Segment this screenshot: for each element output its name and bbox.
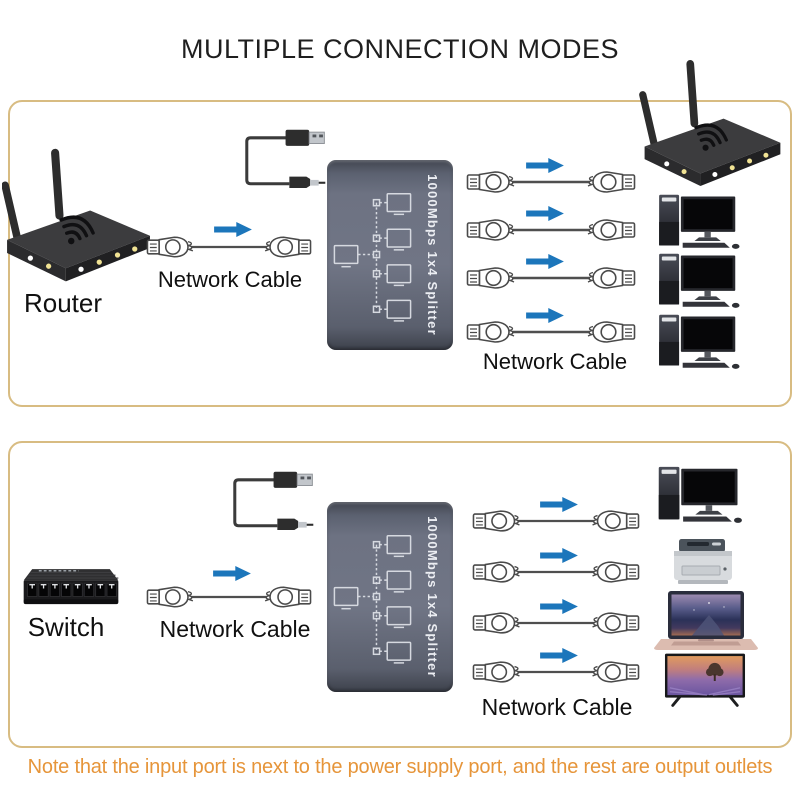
network-cable-icon [465, 166, 637, 198]
network-cable-icon [465, 214, 637, 246]
desktop-computer-icon [654, 192, 744, 250]
network-cable-icon [472, 607, 640, 639]
usb-power-cable-icon [222, 126, 334, 196]
splitter-label: 1000Mbps 1x4 Splitter [425, 174, 440, 336]
desktop-computer-icon [656, 464, 744, 524]
network-cable-icon [146, 231, 312, 263]
laptop-icon [654, 590, 758, 652]
splitter-printed-diagram-icon [333, 175, 419, 335]
splitter-device: 1000Mbps 1x4 Splitter [327, 502, 453, 692]
desktop-computer-icon [654, 312, 744, 370]
usb-power-cable-icon [210, 468, 322, 538]
output-cable-label: Network Cable [482, 349, 628, 374]
source-device-label: Switch [27, 612, 105, 642]
input-cable-label: Network Cable [159, 616, 311, 642]
splitter-device: 1000Mbps 1x4 Splitter [327, 160, 453, 350]
printer-icon [672, 538, 734, 586]
network-cable-icon [465, 316, 637, 348]
network-cable-icon [472, 505, 640, 537]
flow-arrow-icon [213, 565, 251, 582]
input-cable-label: Network Cable [157, 267, 303, 292]
network-cable-icon [472, 656, 640, 688]
ethernet-switch-icon [18, 564, 124, 612]
network-cable-icon [472, 556, 640, 588]
splitter-label: 1000Mbps 1x4 Splitter [425, 516, 440, 678]
tv-icon [664, 652, 746, 708]
note-text: Note that the input port is next to the … [27, 756, 773, 778]
output-cable-label: Network Cable [481, 694, 633, 720]
router-icon [638, 57, 786, 187]
source-device-label: Router [23, 288, 103, 318]
network-cable-icon [146, 581, 312, 613]
desktop-computer-icon [654, 251, 744, 309]
network-cable-icon [465, 262, 637, 294]
splitter-printed-diagram-icon [333, 517, 419, 677]
page-title: MULTIPLE CONNECTION MODES [180, 34, 620, 64]
